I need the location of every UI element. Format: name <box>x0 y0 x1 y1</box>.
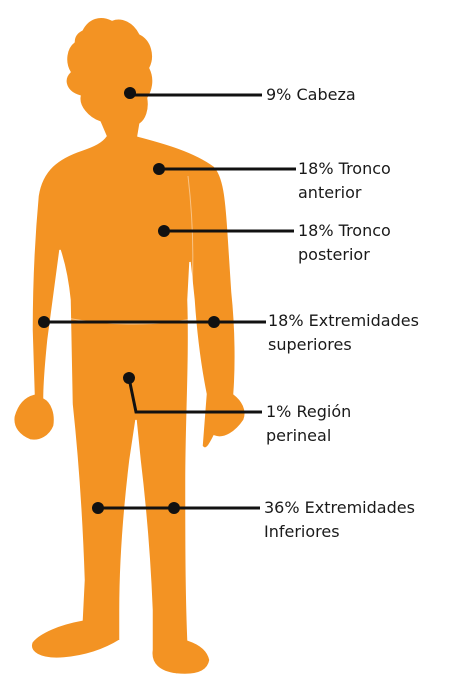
label-tronco-posterior-line1: 18% Tronco <box>298 219 391 243</box>
label-cabeza-line1: 9% Cabeza <box>266 83 356 107</box>
silhouette-shape <box>14 17 246 674</box>
label-region-perineal: 1% Región perineal <box>266 400 351 448</box>
label-extremidades-inferiores-line1: 36% Extremidades <box>264 496 415 520</box>
label-region-perineal-line2: perineal <box>266 424 351 448</box>
label-tronco-anterior-line2: anterior <box>298 181 391 205</box>
label-region-perineal-line1: 1% Región <box>266 400 351 424</box>
body-silhouette <box>14 17 246 674</box>
label-extremidades-superiores: 18% Extremidades superiores <box>268 309 419 357</box>
label-extremidades-inferiores: 36% Extremidades Inferiores <box>264 496 415 544</box>
label-extremidades-inferiores-line2: Inferiores <box>264 520 415 544</box>
label-tronco-anterior-line1: 18% Tronco <box>298 157 391 181</box>
label-tronco-posterior: 18% Tronco posterior <box>298 219 391 267</box>
label-extremidades-superiores-line1: 18% Extremidades <box>268 309 419 333</box>
label-cabeza: 9% Cabeza <box>266 83 356 107</box>
label-tronco-anterior: 18% Tronco anterior <box>298 157 391 205</box>
label-extremidades-superiores-line2: superiores <box>268 333 419 357</box>
label-tronco-posterior-line2: posterior <box>298 243 391 267</box>
